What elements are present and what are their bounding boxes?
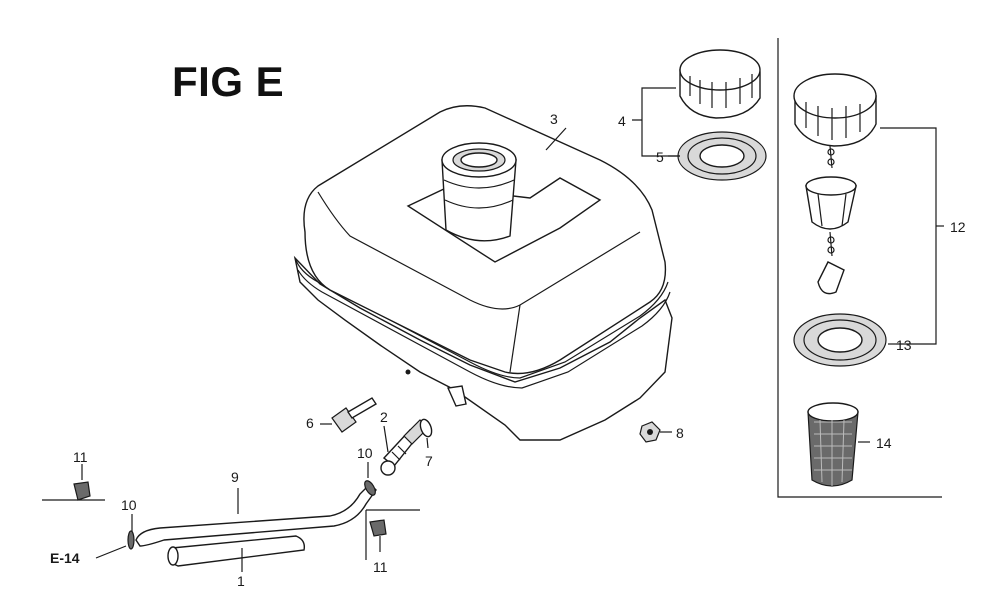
figure-title: FIG E	[172, 58, 285, 105]
fuel-strainer	[807, 402, 859, 487]
tube-clip-right	[364, 480, 376, 496]
fuel-tube-upper	[135, 483, 377, 547]
drain-bolt	[331, 397, 377, 433]
fuel-cap	[679, 49, 761, 119]
fuel-cap-assembly	[677, 49, 767, 181]
callout-2: 2	[380, 409, 388, 425]
filler-neck	[441, 142, 517, 242]
callout-4: 4	[618, 113, 626, 129]
fuel-valve-washer	[419, 418, 433, 438]
callout-5: 5	[656, 149, 664, 165]
callout-8: 8	[676, 425, 684, 441]
callout-10-right: 10	[357, 445, 373, 461]
callout-9: 9	[231, 469, 239, 485]
callout-14: 14	[876, 435, 892, 451]
nut	[639, 421, 661, 443]
callout-13: 13	[896, 337, 912, 353]
callout-10-left: 10	[121, 497, 137, 513]
tube-holder-right	[365, 509, 420, 560]
reference-label: E-14	[50, 550, 80, 566]
strainer-gasket	[793, 313, 887, 367]
fuel-tank	[293, 105, 673, 441]
callout-1: 1	[237, 573, 245, 589]
fuel-tube-lower	[167, 535, 306, 567]
callout-3: 3	[550, 111, 558, 127]
cap-kit-frame	[777, 38, 942, 498]
callout-7: 7	[425, 453, 433, 469]
fuel-cap-with-strainer	[793, 73, 877, 295]
callout-11-right: 11	[373, 559, 388, 575]
tube-holder-left	[42, 481, 105, 501]
tube-clip-left	[127, 530, 135, 550]
leader-lines	[81, 87, 944, 572]
callout-12: 12	[950, 219, 966, 235]
cap-gasket	[677, 131, 767, 181]
callout-11-left: 11	[73, 449, 88, 465]
callout-6: 6	[306, 415, 314, 431]
